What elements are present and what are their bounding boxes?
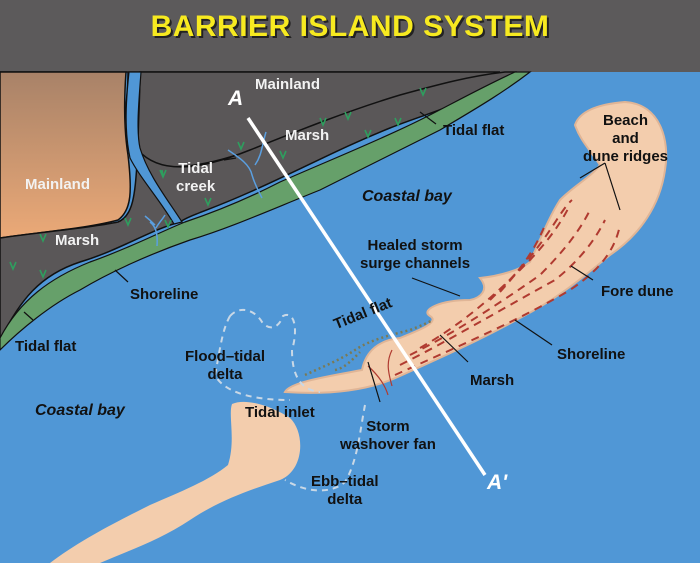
mainland-left: [0, 71, 132, 239]
title-bar: BARRIER ISLAND SYSTEM: [0, 0, 700, 72]
label-mainland-top: Mainland: [255, 76, 321, 93]
label-mainland-left: Mainland: [25, 176, 91, 193]
label-ebb-tidal-delta: Ebb–tidal delta: [311, 473, 379, 508]
section-label-end: A': [487, 471, 508, 494]
marsh-grass-icon: [9, 87, 427, 280]
label-healed-channels: Healed storm surge channels: [360, 237, 471, 272]
label-tidal-flat-left: Tidal flat: [15, 338, 77, 355]
label-fore-dune: Fore dune: [601, 283, 674, 300]
label-tidal-inlet: Tidal inlet: [245, 404, 315, 421]
label-tidal-flat-upper: Tidal flat: [443, 122, 505, 139]
label-flood-tidal-delta: Flood–tidal delta: [185, 348, 265, 383]
label-marsh-upper: Marsh: [285, 127, 330, 144]
label-coastal-bay-lower: Coastal bay: [35, 402, 125, 419]
label-beach-dune-ridges: Beach and dune ridges: [583, 112, 669, 165]
section-label-start: A: [228, 87, 244, 110]
tidal-creek: [144, 131, 267, 247]
flood-tidal-delta-outline: [213, 308, 321, 401]
label-marsh-island: Marsh: [470, 372, 515, 389]
label-storm-washover: Storm washover fan: [340, 418, 436, 453]
mainland-tidal-flat: [0, 71, 532, 351]
label-shoreline-mainland: Shoreline: [130, 286, 199, 303]
label-coastal-bay-upper: Coastal bay: [362, 188, 452, 205]
section-line: [246, 117, 487, 476]
leader-lines: [23, 111, 621, 403]
diagram-title: BARRIER ISLAND SYSTEM: [150, 10, 550, 43]
label-shoreline-island: Shoreline: [557, 346, 626, 363]
ebb-tidal-delta-outline: [284, 404, 366, 492]
river: [125, 71, 183, 225]
barrier-island-south: [50, 401, 301, 563]
label-tidal-creek: Tidal creek: [176, 160, 216, 195]
label-marsh-left: Marsh: [55, 232, 100, 249]
dune-ridges: [394, 199, 621, 376]
